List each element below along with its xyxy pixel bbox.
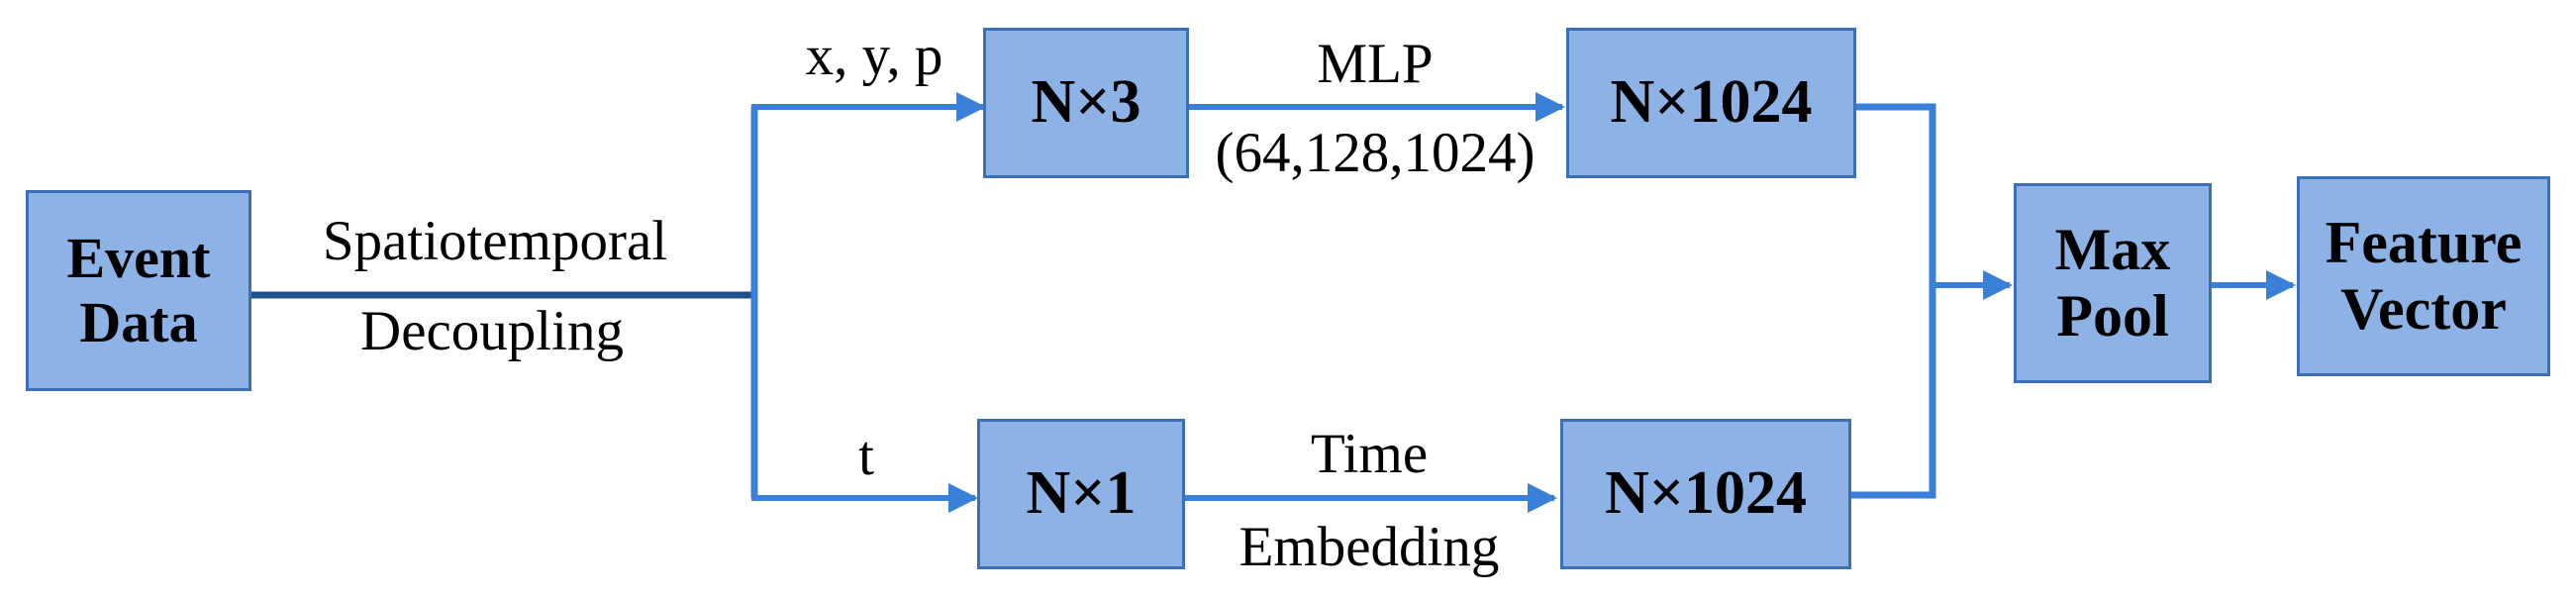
mlp-label-line2: (64,128,1024) — [1215, 122, 1536, 184]
n-by-1024-bottom-box: N×1024 — [1560, 419, 1851, 569]
decoupling-label-line1: Spatiotemporal — [322, 210, 668, 272]
time-embedding-label-line1: Time — [1310, 423, 1429, 485]
feature-vector-label: Feature Vector — [2325, 209, 2523, 342]
max-pool-label: Max Pool — [2054, 216, 2171, 349]
feature-vector-box: Feature Vector — [2297, 176, 2550, 376]
temporal-input-label: t — [858, 425, 874, 487]
n-by-1024-top-box: N×1024 — [1566, 28, 1856, 178]
n-by-1024-bottom-label: N×1024 — [1604, 459, 1808, 528]
n-by-1-box: N×1 — [977, 419, 1185, 569]
event-data-box: Event Data — [26, 190, 251, 391]
event-data-label: Event Data — [66, 225, 211, 354]
max-pool-box: Max Pool — [2014, 183, 2212, 383]
n-by-1-label: N×1 — [1026, 459, 1137, 528]
n-by-3-label: N×3 — [1031, 68, 1141, 137]
decoupling-label-line2: Decoupling — [360, 300, 624, 362]
mlp-label-line1: MLP — [1317, 33, 1434, 95]
n-by-3-box: N×3 — [983, 28, 1189, 178]
merge-connector-bottom — [1849, 285, 1936, 499]
time-embedding-label-line2: Embedding — [1238, 516, 1500, 578]
spatial-input-label: x, y, p — [805, 25, 943, 87]
merge-connector-top — [1854, 103, 1936, 285]
n-by-1024-top-label: N×1024 — [1610, 68, 1813, 137]
